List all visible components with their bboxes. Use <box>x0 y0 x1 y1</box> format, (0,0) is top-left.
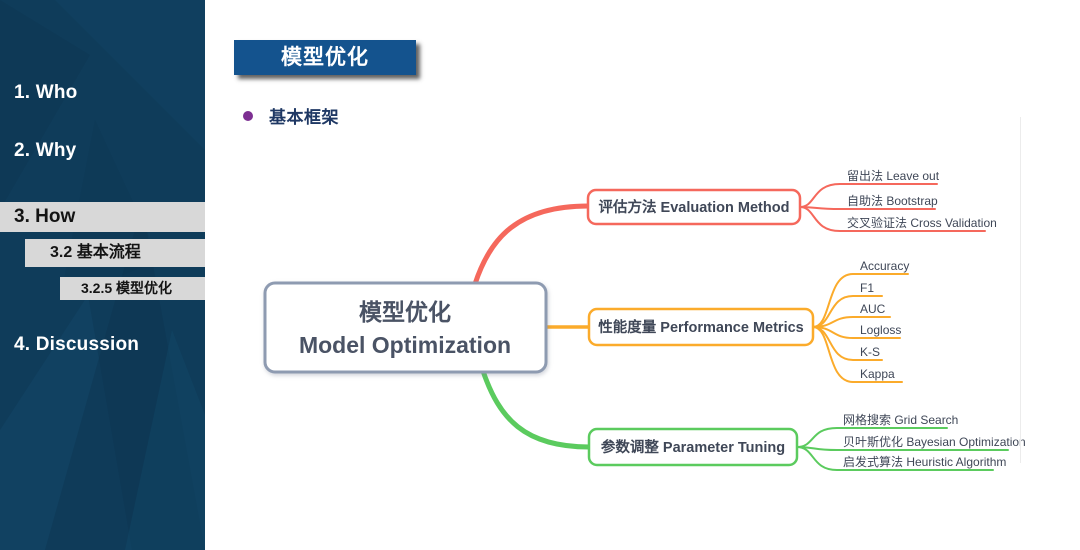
leaf-label-bootstrap: 自助法 Bootstrap <box>847 194 938 208</box>
leaf-label-kappa: Kappa <box>860 367 895 381</box>
bullet-icon <box>243 110 253 121</box>
sidebar-item-discussion[interactable]: 4. Discussion <box>14 334 140 355</box>
leaf-line-kappa <box>812 326 903 383</box>
branch-curve-evaluation <box>472 203 591 287</box>
mindmap-diagram: 模型优化 Model Optimization 评估方法 Evaluation … <box>263 169 1026 471</box>
parameter-node-label: 参数调整 Parameter Tuning <box>601 438 785 456</box>
sidebar-facet-background <box>0 0 205 550</box>
leaf-label-logloss: Logloss <box>860 323 901 337</box>
section-heading-label: 基本框架 <box>269 108 339 127</box>
leaf-label-ks: K-S <box>860 345 880 359</box>
center-node-title-zh: 模型优化 <box>359 299 451 325</box>
sidebar-item-model-optimization[interactable]: 3.2.5 模型优化 <box>60 277 205 300</box>
branch-parameter: 参数调整 Parameter Tuning 网格搜索 Grid Search 贝… <box>587 412 1026 471</box>
section-heading: 基本框架 <box>243 103 339 128</box>
leaf-line-heuristic <box>796 446 994 471</box>
sidebar: 1. Who 2. Why 3. How 3.2 基本流程 3.2.5 模型优化… <box>0 0 205 550</box>
center-node-box <box>263 281 548 374</box>
evaluation-node-label: 评估方法 Evaluation Method <box>599 198 790 216</box>
page-title: 模型优化 <box>234 40 416 75</box>
center-node: 模型优化 Model Optimization <box>263 281 548 374</box>
leaf-label-accuracy: Accuracy <box>860 259 909 273</box>
sidebar-item-why[interactable]: 2. Why <box>14 140 77 161</box>
leaf-line-cross-validation <box>799 206 986 232</box>
leaf-label-grid-search: 网格搜索 Grid Search <box>843 412 958 427</box>
leaf-label-heuristic: 启发式算法 Heuristic Algorithm <box>843 454 1006 469</box>
mindmap-image-edge <box>1020 117 1021 463</box>
leaf-label-bayesian: 贝叶斯优化 Bayesian Optimization <box>843 435 1026 449</box>
sidebar-item-basic-flow[interactable]: 3.2 基本流程 <box>25 239 205 267</box>
leaf-label-f1: F1 <box>860 281 874 295</box>
leaf-label-leave-out: 留出法 Leave out <box>847 169 940 183</box>
center-node-title-en: Model Optimization <box>299 332 511 358</box>
leaf-label-cross-validation: 交叉验证法 Cross Validation <box>847 215 997 230</box>
leaf-label-auc: AUC <box>860 302 886 316</box>
sidebar-item-who[interactable]: 1. Who <box>14 82 78 103</box>
sidebar-item-how-active[interactable]: 3. How <box>0 202 205 232</box>
performance-node-label: 性能度量 Performance Metrics <box>598 318 803 336</box>
branch-performance: 性能度量 Performance Metrics Accuracy F1 AUC… <box>587 259 909 383</box>
branch-curve-parameter <box>480 368 592 450</box>
branch-evaluation: 评估方法 Evaluation Method 留出法 Leave out 自助法… <box>586 169 997 232</box>
